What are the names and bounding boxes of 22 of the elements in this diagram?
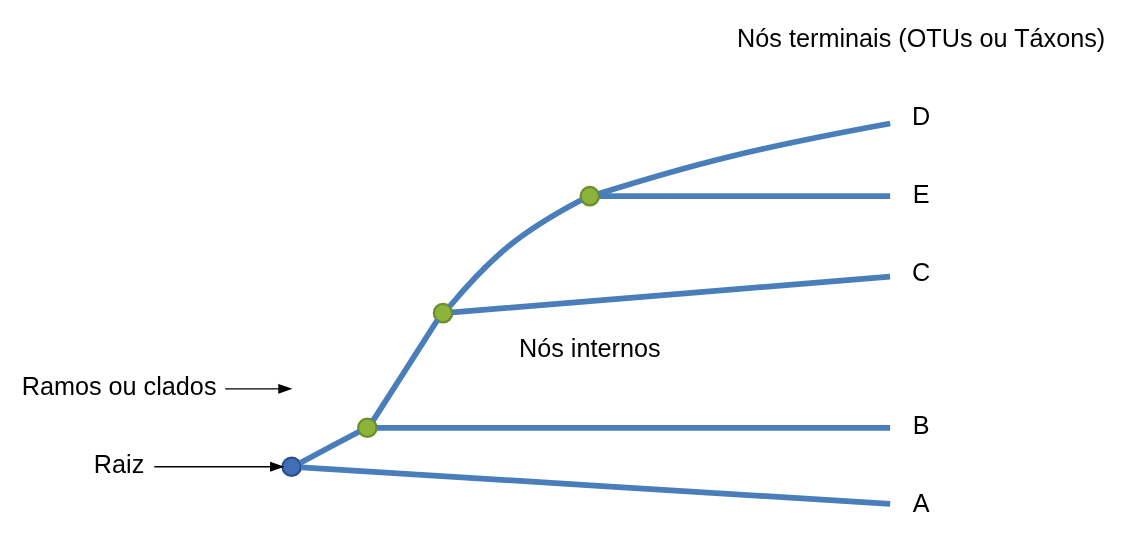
node-text: E <box>912 179 930 208</box>
connector <box>447 197 583 309</box>
connector <box>370 318 440 423</box>
node-text: Ramos ou clados <box>21 372 217 401</box>
connector <box>452 273 891 316</box>
node-circle <box>432 302 454 324</box>
arrow <box>153 461 285 472</box>
node-circle <box>579 185 601 207</box>
connector <box>599 193 891 200</box>
node-text: D <box>912 101 931 130</box>
label: Nós internos <box>519 334 661 363</box>
node-text: B <box>912 411 930 440</box>
arrow <box>224 383 293 394</box>
node-circle <box>357 417 378 439</box>
node-text: C <box>912 257 931 286</box>
label: Nós terminais (OTUs ou Táxons) <box>737 23 1106 52</box>
node-text: A <box>912 489 930 518</box>
node-circle <box>281 456 302 478</box>
connector <box>301 464 891 507</box>
connector <box>298 429 361 466</box>
node-text: Raiz <box>93 450 145 479</box>
connector <box>376 424 891 431</box>
